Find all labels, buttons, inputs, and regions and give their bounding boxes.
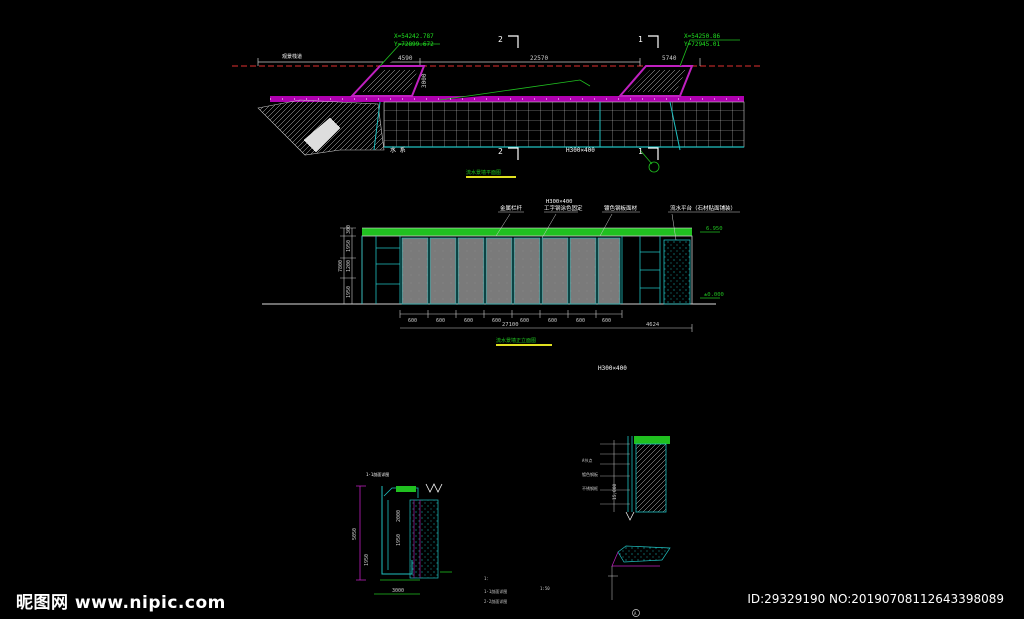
detail-left-note-2: 2-2剖面详图 [484, 598, 507, 604]
bottom-dim-3: 600 [492, 318, 501, 324]
label-beam: H300×400 [566, 147, 595, 154]
dim-left-2: 1200 [346, 260, 352, 272]
detail-right-note-1: 镀色钢板 [582, 471, 598, 477]
label-left-top: 观景栈道 [282, 53, 302, 60]
detail-right: A节点 镀色钢板 不锈钢框 15,000 A [582, 436, 671, 617]
ann-beam-note: 工字钢涂色固定 [544, 204, 583, 212]
detail-left-dim-3: 1950 [364, 554, 370, 566]
steel-panels [401, 237, 621, 305]
ann-platform: 流水平台（石材贴面铺装） [670, 204, 736, 212]
section-1-bottom: 1 [638, 147, 643, 156]
level-bottom: ±0.000 [704, 292, 724, 298]
bottom-dim-7: 600 [602, 318, 611, 324]
dim-right: 5740 [662, 55, 677, 62]
detail-left-label: 1-1剖面详图 [366, 471, 389, 477]
dim-right: 4624 [646, 322, 660, 328]
detail-left-bottom-dim: 3000 [392, 588, 404, 594]
detail-right-dim: 15,000 [612, 483, 618, 500]
detail-left-note-0: 1： [484, 576, 490, 581]
bottom-dim-0: 600 [408, 318, 417, 324]
bottom-dim-1: 600 [436, 318, 445, 324]
detail-left-scale: 1:50 [540, 586, 550, 591]
plan-view: X=54242.787 Y=72899.672 X=54250.86 Y=729… [232, 33, 760, 178]
elevation-title: 流水景墙正立面图 [496, 337, 536, 344]
detail-right-note-2: 不锈钢框 [582, 485, 598, 491]
detail-left: 1-1剖面详图 5050 2000 1950 1950 3000 1： 1-1剖… [352, 471, 550, 604]
beam-note: H300×400 [598, 365, 627, 372]
bottom-dim-4: 600 [520, 318, 529, 324]
dim-height: 3000 [421, 73, 428, 88]
dim-mid: 22570 [530, 55, 548, 62]
coord-right-x: X=54250.86 [684, 33, 721, 40]
watermark-id: ID:29329190 NO:20190708112643398089 [747, 592, 1004, 606]
level-top: 6.950 [706, 226, 723, 232]
dim-left-0: 300 [346, 225, 352, 234]
detail-left-note-1: 1-1剖面详图 [484, 588, 507, 594]
dim-total: 27100 [502, 322, 519, 328]
bottom-dim-6: 600 [576, 318, 585, 324]
detail-left-dim-0: 5050 [352, 528, 358, 540]
ann-railing: 金属栏杆 [500, 204, 523, 212]
dim-left-1: 1950 [346, 240, 352, 252]
detail-right-scale: A [634, 611, 637, 616]
bottom-dim-2: 600 [464, 318, 473, 324]
ann-beam: H300×400 [546, 199, 573, 205]
ann-steel-plate: 镀色钢板面材 [604, 204, 638, 212]
plan-title: 流水景墙平面图 [466, 169, 501, 176]
coord-right-y: Y=72945.01 [684, 41, 721, 48]
detail-left-dim-1: 2000 [396, 510, 402, 522]
coord-left-x: X=54242.787 [394, 33, 434, 40]
detail-left-dim-2: 1950 [396, 534, 402, 546]
elevation-view: 金属栏杆 H300×400 工字钢涂色固定 镀色钢板面材 流水平台（石材贴面铺装… [262, 199, 740, 372]
bottom-dim-5: 600 [548, 318, 557, 324]
section-2-top: 2 [498, 35, 503, 44]
dim-total-h: 7800 [338, 260, 344, 272]
watermark-site: 昵图网 www.nipic.com [16, 593, 226, 613]
coord-left-y: Y=72899.672 [394, 41, 434, 48]
label-water: 水 系 [390, 146, 406, 154]
dim-left: 4590 [398, 55, 413, 62]
section-1-top: 1 [638, 35, 643, 44]
dim-left-3: 1950 [346, 286, 352, 298]
section-2-bottom: 2 [498, 147, 503, 156]
detail-right-note-0: A节点 [582, 457, 592, 463]
